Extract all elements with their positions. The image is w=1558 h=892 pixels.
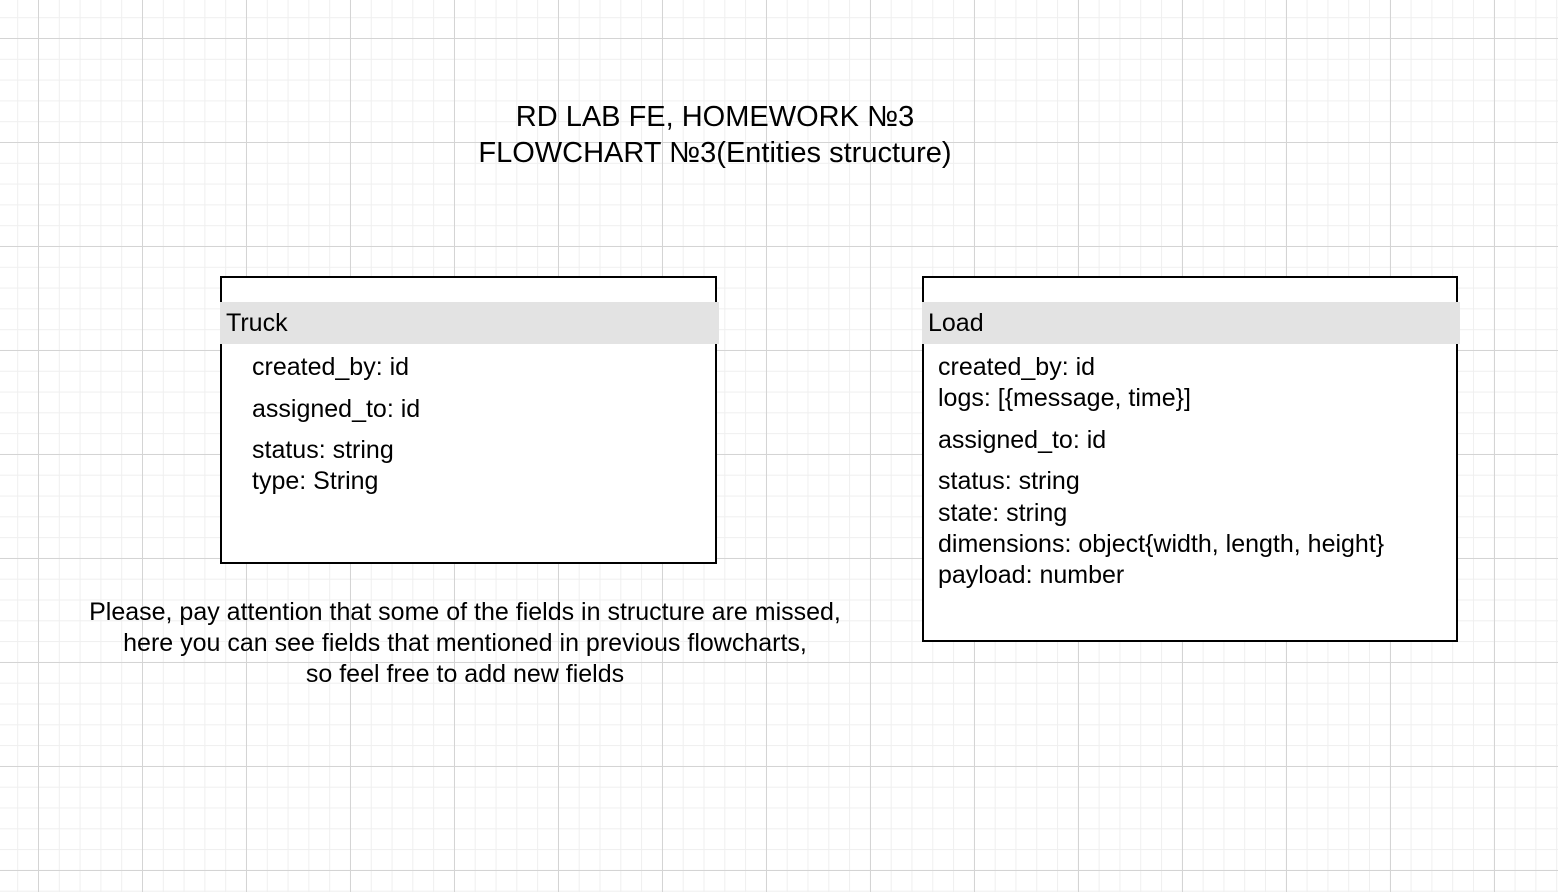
title-line-1: RD LAB FE, HOMEWORK №3: [515, 101, 915, 133]
load-field-logs[interactable]: logs: [{message, time}]: [938, 384, 1191, 412]
note-line-2: here you can see fields that mentioned i…: [123, 629, 807, 657]
note-line-3: so feel free to add new fields: [305, 660, 625, 688]
load-field-assigned-to[interactable]: assigned_to: id: [938, 426, 1107, 454]
diagram-title: RD LAB FE, HOMEWORK №3 FLOWCHART №3(Enti…: [400, 99, 1030, 171]
note-text-block: Please, pay attention that some of the f…: [40, 597, 890, 690]
load-field-status[interactable]: status: string: [938, 467, 1080, 495]
load-field-dimensions[interactable]: dimensions: object{width, length, height…: [938, 530, 1385, 558]
truck-field-status[interactable]: status: string: [252, 436, 394, 464]
load-entity-header[interactable]: Load: [922, 302, 1460, 344]
load-field-payload[interactable]: payload: number: [938, 561, 1125, 589]
truck-entity-box[interactable]: Truck created_by: id assigned_to: id sta…: [220, 276, 719, 564]
truck-field-assigned-to[interactable]: assigned_to: id: [252, 395, 421, 423]
truck-field-created-by[interactable]: created_by: id: [252, 353, 410, 381]
note-line-1: Please, pay attention that some of the f…: [89, 598, 841, 626]
load-entity-box[interactable]: Load created_by: id logs: [{message, tim…: [922, 276, 1460, 642]
load-field-created-by[interactable]: created_by: id: [938, 353, 1096, 381]
truck-entity-header[interactable]: Truck: [220, 302, 719, 344]
title-line-2: FLOWCHART №3(Entities structure): [478, 137, 952, 169]
truck-field-type[interactable]: type: String: [252, 467, 379, 495]
load-field-state[interactable]: state: string: [938, 499, 1068, 527]
